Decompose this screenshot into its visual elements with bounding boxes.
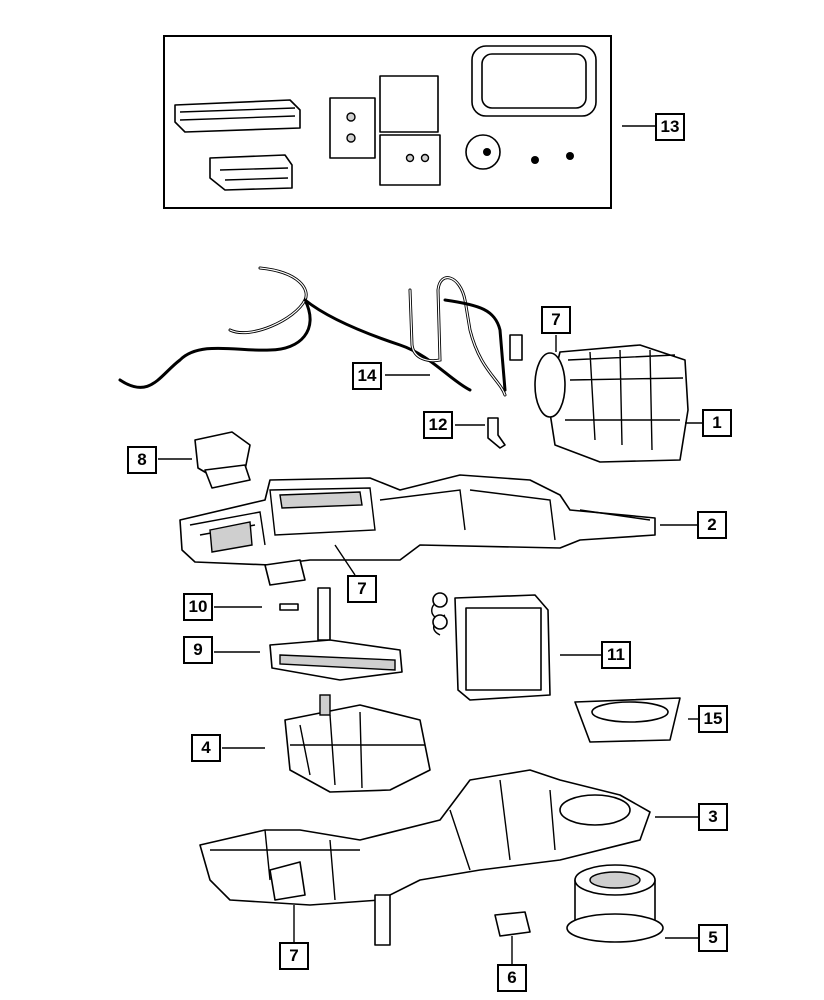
callout-15[interactable]: 15	[698, 705, 728, 733]
callout-2[interactable]: 2	[697, 511, 727, 539]
heater-core	[269, 587, 403, 681]
callout-8[interactable]: 8	[127, 446, 157, 474]
mode-door-housing	[284, 694, 431, 793]
callout-9[interactable]: 9	[183, 636, 213, 664]
callout-3[interactable]: 3	[698, 803, 728, 831]
callout-7-middle[interactable]: 7	[347, 575, 377, 603]
callout-7-bottom[interactable]: 7	[279, 942, 309, 970]
seal-kit-parts	[174, 45, 597, 191]
callout-12[interactable]: 12	[423, 411, 453, 439]
actuator	[194, 431, 251, 489]
clip	[279, 603, 299, 611]
callout-13[interactable]: 13	[655, 113, 685, 141]
callout-11[interactable]: 11	[601, 641, 631, 669]
lower-case	[199, 769, 651, 946]
callout-7-top[interactable]: 7	[541, 306, 571, 334]
callout-5[interactable]: 5	[698, 924, 728, 952]
blower-housing	[534, 344, 689, 463]
blower-seal	[574, 697, 681, 743]
blower-motor	[566, 864, 664, 943]
blower-resistor	[494, 911, 531, 937]
kit-frame	[163, 35, 612, 209]
sensor	[487, 417, 506, 449]
callout-14[interactable]: 14	[352, 362, 382, 390]
callout-1[interactable]: 1	[702, 409, 732, 437]
evaporator	[431, 592, 551, 701]
callout-6[interactable]: 6	[497, 964, 527, 992]
callout-4[interactable]: 4	[191, 734, 221, 762]
upper-case	[179, 474, 656, 586]
callout-10[interactable]: 10	[183, 593, 213, 621]
vacuum-harness	[408, 276, 523, 397]
wiring-harness	[118, 266, 472, 392]
